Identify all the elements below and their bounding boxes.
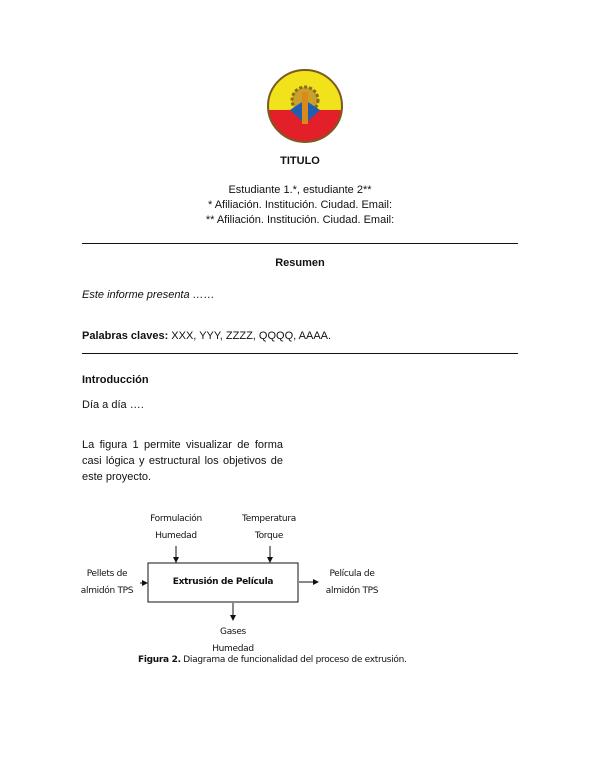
keywords: Palabras claves: XXX, YYY, ZZZZ, QQQQ, A…	[82, 330, 331, 342]
university-logo	[267, 69, 343, 143]
label-line: Formulación	[150, 514, 202, 524]
label-line: Gases	[220, 627, 246, 637]
intro-paragraph-2: La figura 1 permite visualizar de forma …	[82, 439, 283, 483]
label-line: almidón TPS	[325, 586, 379, 596]
label-line: Temperatura	[242, 514, 296, 524]
abstract-heading: Resumen	[275, 257, 325, 269]
divider-bottom	[82, 353, 518, 354]
intro-paragraph-1: Día a día ….	[82, 399, 144, 411]
keywords-values: XXX, YYY, ZZZZ, QQQQ, AAAA.	[168, 330, 332, 342]
label-line: Torque	[254, 531, 284, 541]
label-line: almidón TPS	[80, 586, 134, 596]
label-line: Humedad	[212, 644, 254, 654]
caption-text: Diagrama de funcionalidad del proceso de…	[180, 655, 407, 665]
affiliation-1: * Afiliación. Institución. Ciudad. Email…	[207, 199, 393, 211]
divider-top	[82, 243, 518, 244]
label-output: Película de almidón TPS	[320, 566, 384, 600]
label-line: Película de	[329, 569, 375, 579]
intro-heading: Introducción	[82, 374, 149, 386]
figure-caption: Figura 2. Diagrama de funcionalidad del …	[138, 652, 428, 669]
caption-label: Figura 2.	[138, 655, 181, 665]
label-input: Pellets de almidón TPS	[76, 566, 138, 600]
affiliation-2: ** Afiliación. Institución. Ciudad. Emai…	[205, 214, 395, 226]
authors: Estudiante 1.*, estudiante 2**	[228, 184, 372, 196]
process-box-label: Extrusión de Película	[172, 577, 274, 587]
label-line: Humedad	[155, 531, 197, 541]
abstract-text: Este informe presenta ……	[82, 289, 215, 301]
keywords-label: Palabras claves:	[82, 330, 169, 342]
label-line: Pellets de	[86, 569, 128, 579]
paper-title: TITULO	[280, 155, 320, 167]
